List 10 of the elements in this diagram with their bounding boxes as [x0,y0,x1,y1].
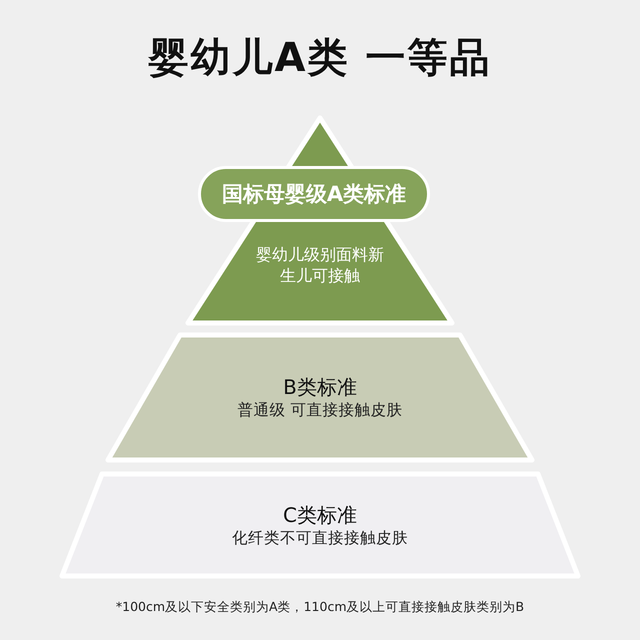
title: 婴幼儿A类 一等品 [148,34,492,83]
tier-title: B类标准 [283,374,357,400]
tier-description: 婴幼儿级别面料新生儿可接触 [254,245,385,287]
tier-title: C类标准 [283,502,357,528]
tier-description: 普通级 可直接接触皮肤 [238,400,402,421]
tier-description: 化纤类不可直接接触皮肤 [232,528,408,548]
pyramid-tier [108,335,532,460]
label-pill: 国标母婴级A类标准 [198,166,430,222]
pyramid-tier [188,118,452,323]
footnote: *100cm及以下安全类别为A类，110cm及以上可直接接触皮肤类别为B [116,599,524,616]
